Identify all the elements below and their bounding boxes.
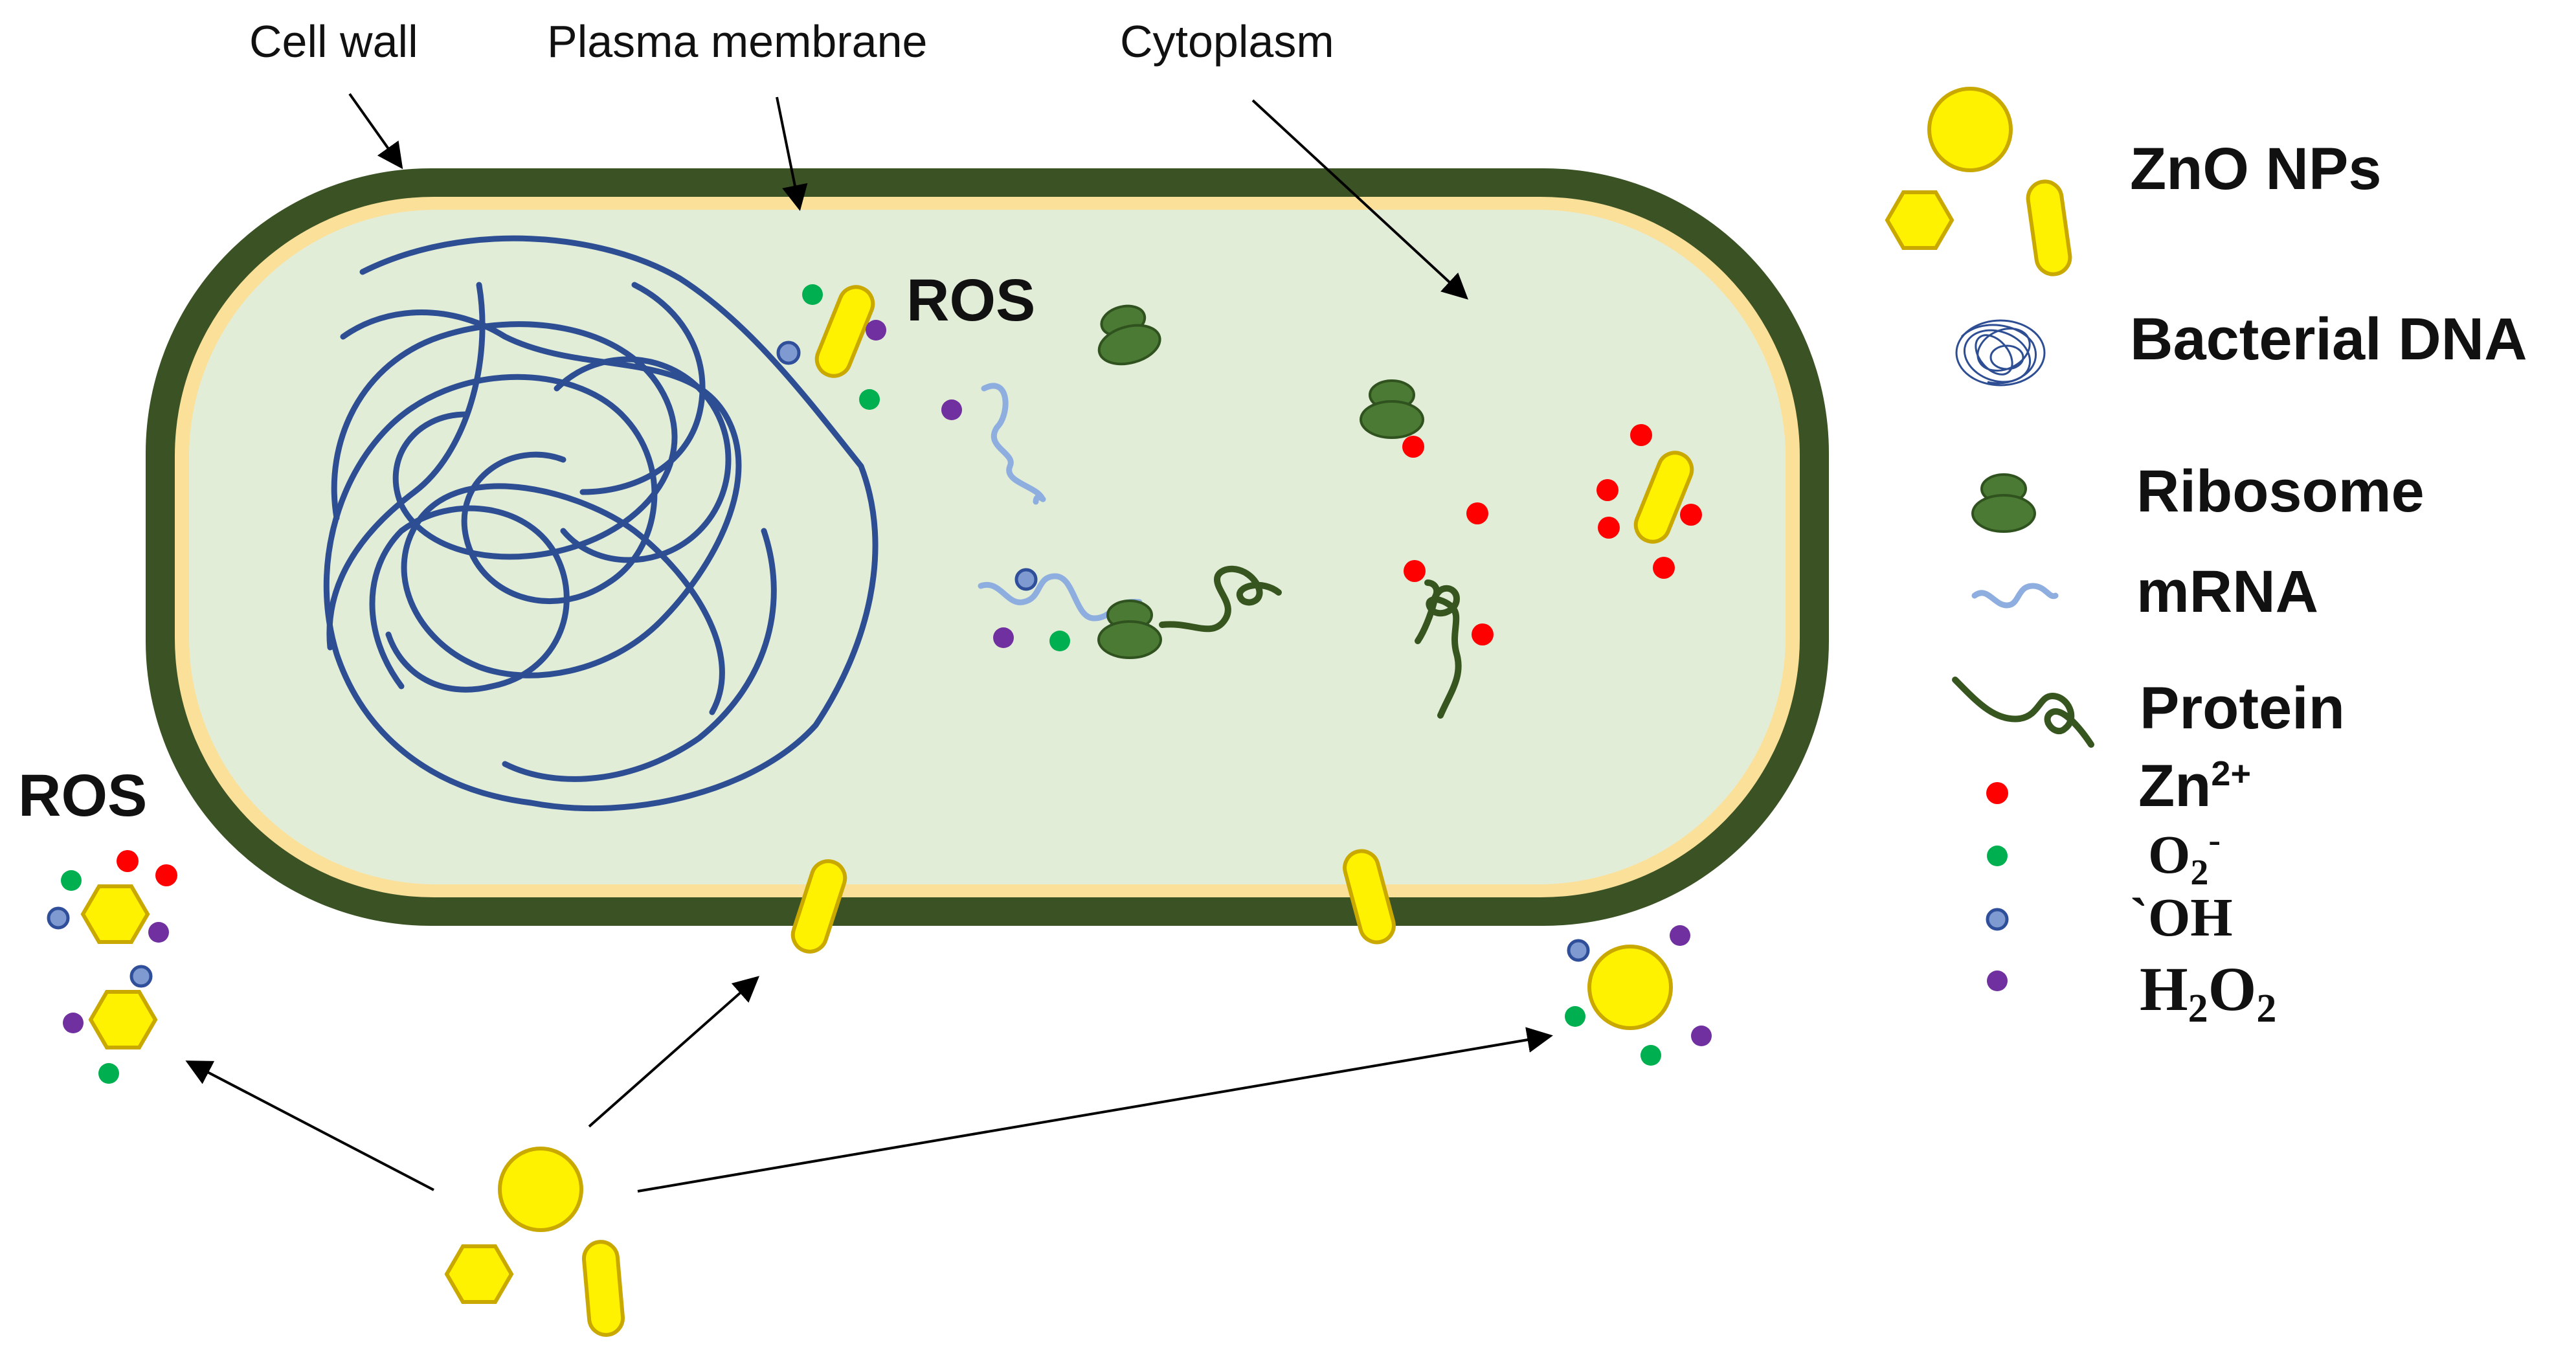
- legend-item-zn2: Zn2+: [1986, 753, 2251, 819]
- h2o2-molecule: [941, 399, 962, 420]
- zn-ion: [1630, 424, 1652, 446]
- o2-radical: [1641, 1045, 1661, 1066]
- legend-label-dna: Bacterial DNA: [2130, 306, 2527, 372]
- legend-label-h2o2: H2O2: [2140, 954, 2276, 1031]
- zno-sphere-icon: [1927, 87, 2013, 172]
- arrow-to-membrane: [588, 976, 759, 1128]
- legend-label-oh: `OH: [2130, 888, 2233, 948]
- translation-complex: [978, 565, 1282, 659]
- legend-label-ribosome: Ribosome: [2136, 458, 2425, 524]
- label-cytoplasm: Cytoplasm: [1120, 16, 1334, 67]
- legend-item-ribosome: Ribosome: [1971, 458, 2425, 533]
- zn-cluster-middle: [1360, 379, 1494, 719]
- arrow-to-left-cluster: [185, 1060, 434, 1191]
- oh-radical: [129, 965, 153, 988]
- zn-ion: [1653, 557, 1675, 579]
- top-labels: Cell wall Plasma membrane Cytoplasm: [249, 16, 1468, 300]
- legend-item-o2: O2-: [1987, 820, 2221, 893]
- ros-cluster-outside-left: ROS: [18, 763, 177, 1084]
- dna-icon: [1955, 319, 2046, 387]
- h2o2-molecule-icon: [1987, 970, 2008, 991]
- zno-source: [185, 976, 1553, 1336]
- zn-ion: [1466, 502, 1488, 524]
- legend-item-protein: Protein: [1952, 675, 2345, 748]
- arrow-cytoplasm: [1251, 99, 1468, 300]
- mrna-strand: [981, 383, 1046, 505]
- zno-sphere: [498, 1147, 583, 1232]
- zno-hex-icon: [1887, 192, 1952, 248]
- legend-label-o2: O2-: [2148, 820, 2221, 893]
- cytoplasm: [189, 210, 1786, 884]
- ros-cluster-outside-right: [1565, 925, 1712, 1066]
- h2o2-molecule: [63, 1013, 84, 1033]
- legend-item-zno: ZnO NPs: [1887, 87, 2381, 276]
- h2o2-molecule: [866, 320, 886, 341]
- arrow-cell-wall: [348, 93, 403, 170]
- mrna-icon: [1971, 583, 2059, 609]
- zn-ion: [1472, 623, 1494, 645]
- zn-ion-icon: [1986, 782, 2008, 804]
- o2-radical: [61, 870, 82, 891]
- oh-radical: [776, 341, 801, 365]
- zn-ion: [117, 850, 139, 872]
- o2-radical: [98, 1063, 119, 1084]
- label-ros-outside: ROS: [18, 763, 147, 829]
- oh-radical: [1567, 939, 1590, 962]
- label-plasma-membrane: Plasma membrane: [547, 16, 927, 67]
- legend-item-mrna: mRNA: [1971, 559, 2318, 625]
- legend-label-zno: ZnO NPs: [2130, 136, 2381, 202]
- zn-ion: [1402, 436, 1424, 458]
- legend: ZnO NPs Bacterial DNA Ribosome mRNA Prot…: [1887, 87, 2527, 1031]
- h2o2-molecule: [148, 922, 169, 943]
- o2-radical: [859, 389, 880, 410]
- label-ros-inside: ROS: [906, 267, 1035, 333]
- bacterial-dna: [323, 235, 879, 812]
- zn-ion: [1598, 517, 1620, 539]
- h2o2-molecule: [993, 627, 1014, 648]
- protein-chain: [1159, 565, 1282, 633]
- o2-radical: [1049, 631, 1070, 651]
- o2-radical: [1565, 1006, 1585, 1027]
- oh-radical: [47, 906, 70, 930]
- zn-cluster-right: [1596, 424, 1702, 579]
- protein-chain: [1415, 579, 1462, 719]
- zno-sphere: [1587, 945, 1673, 1030]
- label-cell-wall: Cell wall: [249, 16, 418, 67]
- ros-cluster-inside: ROS: [776, 267, 1035, 410]
- legend-label-mrna: mRNA: [2136, 559, 2318, 625]
- h2o2-molecule: [1691, 1026, 1712, 1046]
- zn-ion: [1404, 560, 1426, 582]
- oh-radical-icon: [1986, 908, 2009, 931]
- o2-radical: [802, 284, 823, 305]
- protein-icon: [1952, 677, 2094, 748]
- legend-item-dna: Bacterial DNA: [1955, 306, 2527, 387]
- h2o2-molecule: [1670, 925, 1690, 946]
- zn-ion: [1680, 504, 1702, 526]
- arrow-to-right-cluster: [637, 1027, 1553, 1193]
- zn-ion: [155, 864, 177, 886]
- o2-radical-icon: [1987, 846, 2008, 866]
- zno-rod-icon: [2026, 179, 2072, 276]
- legend-item-h2o2: H2O2: [1987, 954, 2276, 1031]
- ribosome-icon: [1971, 473, 2036, 533]
- legend-label-zn2: Zn2+: [2138, 753, 2251, 819]
- oh-radical: [1014, 568, 1038, 591]
- arrow-plasma-membrane: [776, 96, 808, 211]
- legend-label-protein: Protein: [2140, 675, 2345, 741]
- zn-ion: [1596, 479, 1618, 501]
- legend-item-oh: `OH: [1986, 888, 2233, 948]
